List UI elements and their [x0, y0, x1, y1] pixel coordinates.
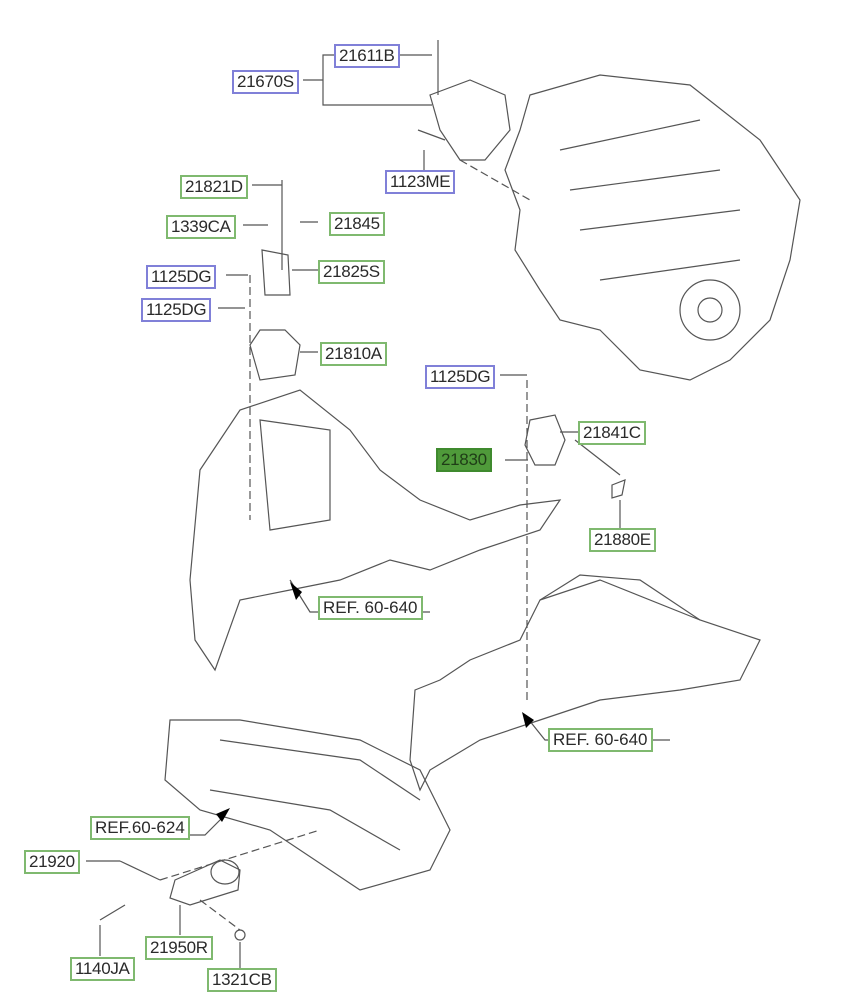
ref-arrow-subframe: [216, 808, 230, 822]
part-label-21810A[interactable]: 21810A: [320, 342, 387, 366]
insulator-bracket-drawing: [261, 249, 291, 296]
part-label-1339CA[interactable]: 1339CA: [166, 215, 236, 239]
engine-mount-drawing: [249, 329, 301, 381]
reference-label-60-640-left[interactable]: REF. 60-640: [318, 596, 423, 620]
transmission-mount-drawing: [524, 414, 566, 466]
part-label-1123ME[interactable]: 1123ME: [385, 170, 456, 194]
engine-block-drawing: [504, 74, 801, 381]
part-label-21845[interactable]: 21845: [329, 212, 385, 236]
roll-rod-drawing: [169, 859, 241, 906]
part-label-21670S[interactable]: 21670S: [232, 70, 299, 94]
right-body-frame-drawing: [409, 574, 761, 792]
part-label-1125DG[interactable]: 1125DG: [425, 365, 496, 389]
part-label-1125DG[interactable]: 1125DG: [146, 265, 217, 289]
part-label-1140JA[interactable]: 1140JA: [70, 957, 135, 981]
part-label-21821D[interactable]: 21821D: [180, 175, 248, 199]
part-label-21830-highlighted[interactable]: 21830: [436, 448, 492, 472]
part-label-21880E[interactable]: 21880E: [589, 528, 656, 552]
reference-label-60-624[interactable]: REF.60-624: [90, 816, 190, 840]
part-label-1321CB[interactable]: 1321CB: [207, 968, 277, 992]
part-label-1125DG[interactable]: 1125DG: [141, 298, 212, 322]
part-label-21841C[interactable]: 21841C: [578, 421, 646, 445]
part-label-21950R[interactable]: 21950R: [145, 936, 213, 960]
part-label-21825S[interactable]: 21825S: [318, 260, 385, 284]
left-body-frame-drawing: [189, 389, 562, 672]
reference-label-60-640-right[interactable]: REF. 60-640: [548, 728, 653, 752]
part-label-21611B[interactable]: 21611B: [334, 44, 400, 68]
part-label-21920[interactable]: 21920: [24, 850, 80, 874]
engine-bracket-drawing: [429, 79, 511, 161]
subframe-drawing: [164, 719, 451, 891]
ref-arrow-right: [522, 712, 534, 728]
ref-arrow-left: [290, 582, 302, 600]
